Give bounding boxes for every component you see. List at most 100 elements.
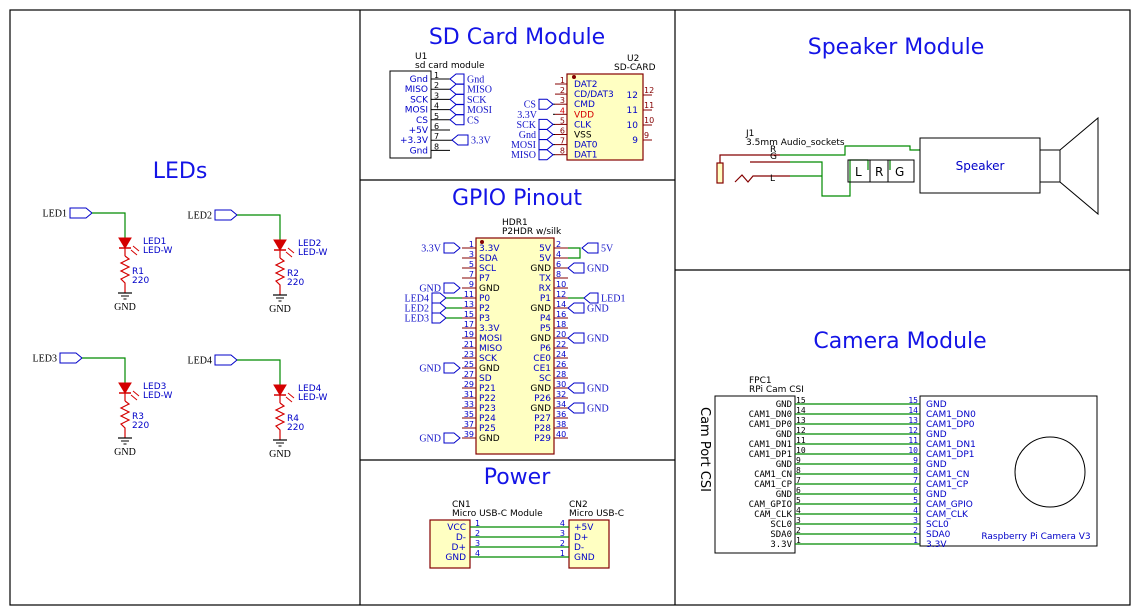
u2-right-pin-num: 12: [644, 86, 654, 95]
u1-pin-num: 2: [434, 81, 439, 90]
u1-net-1-label: [449, 73, 465, 85]
hdr-left-net-1-text: 3.3V: [421, 244, 442, 255]
u1-pin-name: +5V: [409, 126, 429, 136]
camera-board-pin-num: 1: [913, 536, 918, 545]
u2-value: SD-CARD: [614, 63, 656, 73]
hdr-left-pin-name: P21: [479, 384, 496, 394]
fpc1-pin-name: CAM1_CP: [754, 480, 793, 490]
hdr-right-pin-name: P6: [540, 344, 551, 354]
ground-label: GND: [114, 302, 136, 313]
camera-board-pin-num: 13: [908, 416, 918, 425]
hdr-right-net-20-text: GND: [587, 334, 609, 345]
hdr-right-pin-num: 26: [556, 360, 566, 369]
cn2-body: [568, 519, 610, 569]
fpc1-value: RPi Cam CSI: [749, 385, 804, 395]
j1-value: 3.5mm Audio_sockets: [746, 138, 845, 148]
led-ref: LED3: [143, 382, 166, 392]
hdr-right-pin-name: CE0: [533, 354, 551, 364]
adapter-l: L: [855, 165, 862, 179]
u1-pin-num: 5: [434, 112, 439, 121]
cn2-pin-name: GND: [574, 553, 595, 563]
hdr-left-pin-name: P25: [479, 424, 496, 434]
hdr-right-pin-num: 30: [556, 380, 566, 389]
led-net-1-text: LED1: [43, 209, 67, 220]
led-ref: LED4: [298, 384, 322, 394]
camera-board-pin-num: 8: [913, 466, 918, 475]
cn1-pin-num: 2: [475, 529, 480, 538]
led-ref: LED1: [143, 237, 166, 247]
led-wire: [92, 212, 126, 238]
camera-board: [919, 395, 1098, 547]
hdr-right-pin-name: P5: [540, 324, 551, 334]
hdr-right-pin-num: 12: [556, 290, 566, 299]
hdr-left-pin-num: 1: [469, 240, 474, 249]
ground-label: GND: [114, 447, 136, 458]
hdr-right-net-30-text: GND: [587, 384, 609, 395]
hdr-right-pin-name: P28: [534, 424, 551, 434]
resistor-value: 220: [132, 276, 149, 286]
hdr-right-net-14-text: GND: [587, 304, 609, 315]
led-wire: [237, 359, 281, 385]
hdr-right-pin-name: GND: [530, 384, 551, 394]
section-title-sd: SD Card Module: [429, 25, 605, 50]
camera-board-pin-num: 7: [913, 476, 918, 485]
fpc1-pin-num: 10: [796, 446, 806, 455]
camera-board-net: CAM1_DN0: [926, 410, 976, 420]
cn1-body: [429, 519, 471, 569]
audio-jack-body: [716, 162, 724, 184]
u2-pin-name: DAT2: [574, 80, 597, 90]
u2-net-5-label: [538, 118, 554, 130]
hdr-right-pin-num: 20: [556, 330, 566, 339]
resistor-ref: R3: [132, 412, 144, 422]
cn1-pin-num: 1: [475, 519, 480, 528]
section-title-power: Power: [484, 465, 551, 490]
camera-board-net: CAM_CLK: [926, 510, 969, 520]
hdr-right-pin-name: SC: [539, 374, 551, 384]
fpc1-pin-num: 14: [796, 406, 806, 415]
cn1-pin-name: D-: [456, 533, 466, 543]
hdr-right-pin-num: 36: [556, 410, 566, 419]
cn2-pin-name: +5V: [574, 523, 594, 533]
camera-board-net: GND: [926, 430, 947, 440]
section-title-speaker: Speaker Module: [808, 35, 984, 60]
hdr-right-pin-name: P26: [534, 394, 551, 404]
u2-net-8-label: [538, 149, 554, 161]
camera-board-pin-num: 14: [908, 406, 918, 415]
u2-right-pin-num: 10: [644, 116, 654, 125]
u2-pin1-marker: [572, 75, 576, 79]
resistor-icon: [274, 257, 286, 295]
hdr1-ref: HDR1: [502, 218, 528, 228]
cn2-pin-name: D+: [574, 533, 588, 543]
fpc1-pin-num: 9: [796, 456, 801, 465]
hdr-left-pin-num: 35: [464, 410, 474, 419]
camera-section: FPC1 RPi Cam CSI Cam Port CSI Raspberry …: [697, 376, 1098, 554]
u1-pin-num: 3: [434, 91, 439, 100]
camera-board-pin-num: 5: [913, 496, 918, 505]
fpc1-pin-name: GND: [776, 400, 792, 410]
u2-net-6-label: [538, 129, 554, 140]
hdr-right-pin-num: 6: [556, 260, 561, 269]
hdr-right-net-6-label: [567, 262, 585, 274]
fpc1-pin-name: GND: [776, 430, 792, 440]
led-diode-icon: [273, 239, 287, 251]
hdr-left-pin-num: 31: [464, 390, 474, 399]
hdr-right-pin-num: 18: [556, 320, 566, 329]
section-title-camera: Camera Module: [813, 329, 986, 354]
hdr-left-net-13-label: [431, 302, 447, 314]
camera-board-net: GND: [926, 490, 947, 500]
hdr-right-net-12-label: [583, 292, 599, 304]
hdr-left-pin-name: 3.3V: [479, 324, 500, 334]
hdr-right-net-20-label: [567, 332, 585, 344]
cn2-value: Micro USB-C: [569, 509, 624, 519]
u2-net-6-text: Gnd: [519, 130, 536, 141]
hdr-left-pin-name: GND: [479, 364, 500, 374]
speaker-label: Speaker: [956, 159, 1005, 173]
camera-board-pin-num: 4: [913, 506, 918, 515]
fpc1-pin-name: CAM1_DP0: [749, 420, 792, 430]
resistor-value: 220: [287, 278, 304, 288]
u2-ref: U2: [627, 54, 639, 64]
jack-wire-r: [719, 154, 780, 163]
u1-pin-name: CS: [416, 116, 428, 126]
led-net-3-label: [59, 352, 83, 364]
